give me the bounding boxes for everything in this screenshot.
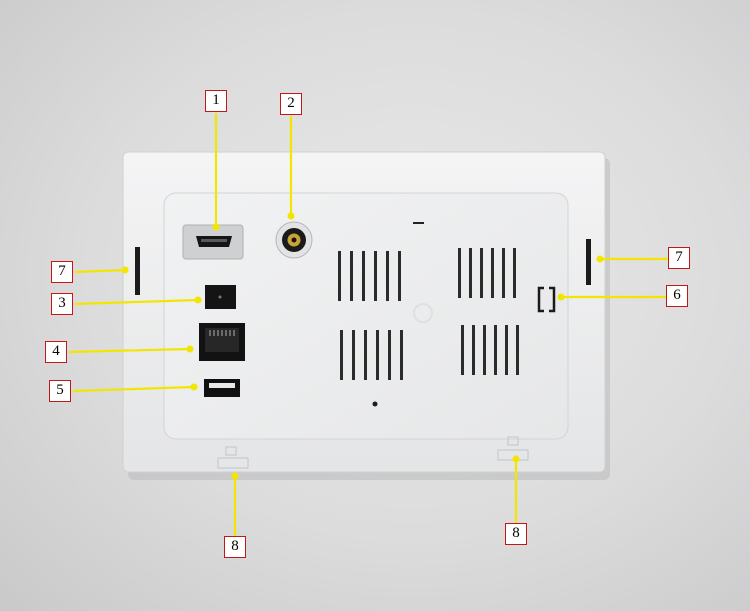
callout-hdmi-port: 1	[205, 90, 227, 112]
vent-grille-bottom-left	[340, 330, 403, 380]
reset-button	[537, 286, 556, 313]
callout-reset-button: 6	[666, 285, 688, 307]
leader-lines	[68, 113, 669, 536]
usb-port	[204, 379, 240, 397]
hdmi-port	[182, 224, 244, 260]
vent-grille-bottom-right	[461, 325, 519, 375]
mic-hole	[372, 401, 378, 407]
callout-side-slot-right: 7	[668, 247, 690, 269]
side-slot-right	[586, 239, 591, 285]
callout-dc-power-jack: 3	[51, 293, 73, 315]
av-jack	[275, 221, 313, 259]
callout-ethernet-port: 4	[45, 341, 67, 363]
callout-mount-clip-left: 8	[224, 536, 246, 558]
side-slot-left	[135, 247, 140, 295]
back-panel	[163, 192, 569, 440]
panel-logo	[413, 303, 433, 323]
callout-av-jack: 2	[280, 93, 302, 115]
callout-side-slot-left: 7	[51, 261, 73, 283]
callout-mount-clip-right: 8	[505, 523, 527, 545]
mount-clip-left	[217, 446, 249, 469]
panel-mark-dash	[413, 222, 424, 224]
vent-grille-top-left	[338, 251, 401, 301]
ethernet-port	[199, 323, 245, 361]
vent-grille-top-right	[458, 248, 516, 298]
dc-power-jack	[205, 285, 236, 309]
callout-usb-port: 5	[49, 380, 71, 402]
